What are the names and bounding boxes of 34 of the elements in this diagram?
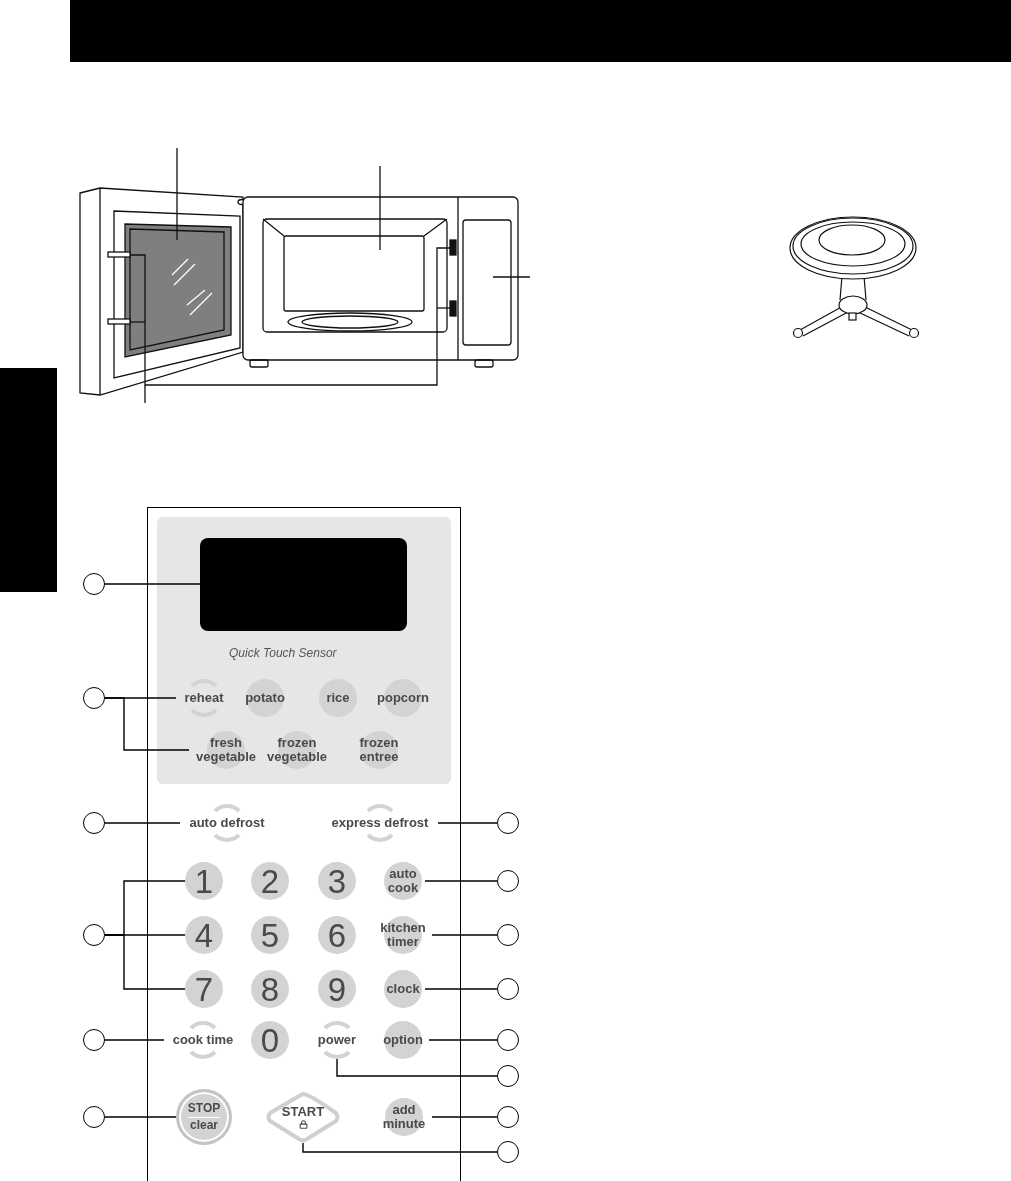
- key-button: cook time: [164, 1021, 242, 1059]
- number-key: 6: [318, 916, 356, 954]
- leader-line: [104, 697, 190, 751]
- leader-line: [336, 1058, 498, 1077]
- side-tab: [0, 368, 57, 592]
- leader-line: [428, 1039, 498, 1041]
- panel-caption: Quick Touch Sensor: [229, 645, 337, 662]
- display-screen: [200, 537, 407, 631]
- key-button: express defrost: [322, 804, 438, 842]
- number-key: 9: [318, 970, 356, 1008]
- number-key: 2: [251, 862, 289, 900]
- leader-line: [104, 1039, 165, 1041]
- number-key: 3: [318, 862, 356, 900]
- leader-line: [437, 822, 498, 824]
- leader-line: [104, 934, 186, 990]
- leader-line: [104, 1116, 177, 1118]
- leader-line: [424, 880, 498, 882]
- leader-line: [302, 1142, 498, 1153]
- leader-line: [424, 988, 498, 990]
- leader-line: [431, 934, 498, 936]
- number-key: 7: [185, 970, 223, 1008]
- number-key: 8: [251, 970, 289, 1008]
- leader-line: [104, 583, 201, 585]
- leader-line: [431, 1116, 498, 1118]
- leader-line: [104, 822, 181, 824]
- key-button: reheat: [176, 679, 232, 717]
- number-key: 4: [185, 916, 223, 954]
- key-button: power: [313, 1021, 361, 1059]
- start-button: START: [264, 1091, 342, 1143]
- stop-clear-button: STOP clear: [176, 1089, 232, 1145]
- number-key: 1: [185, 862, 223, 900]
- key-button: auto defrost: [180, 804, 274, 842]
- number-key: 5: [251, 916, 289, 954]
- number-key: 0: [251, 1021, 289, 1059]
